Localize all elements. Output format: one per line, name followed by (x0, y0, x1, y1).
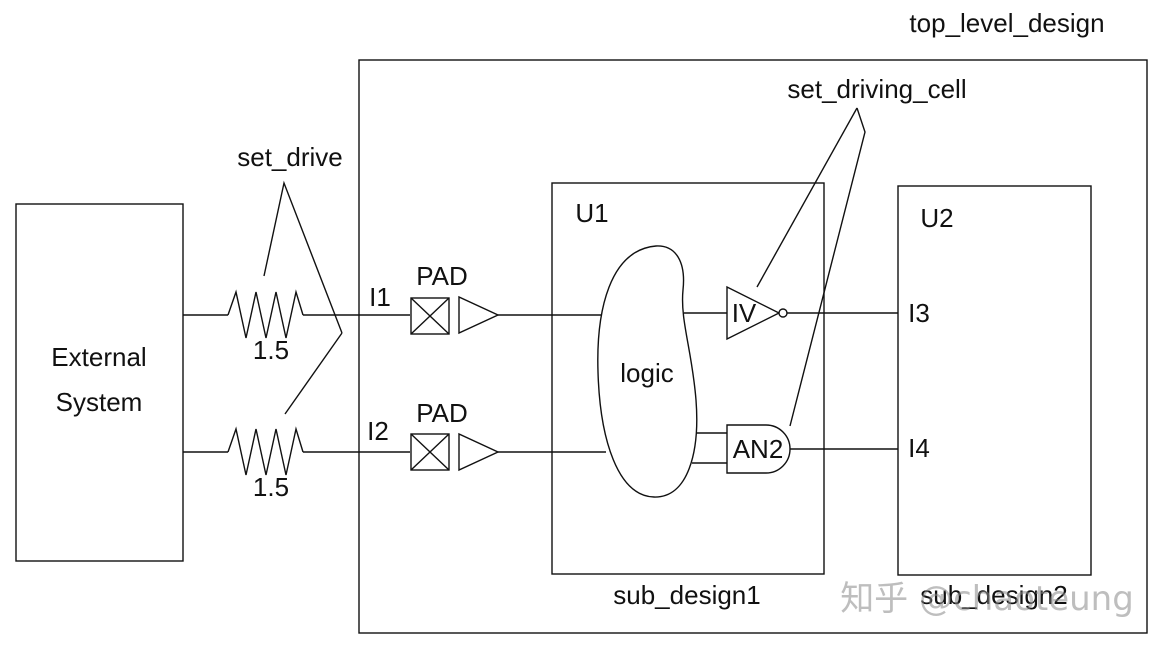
u1-box (551, 182, 825, 575)
and-gate-an2 (726, 424, 791, 474)
pad-2-cross-b (410, 433, 450, 471)
external-system-label-line2: System (56, 387, 143, 417)
top-level-design-label: top_level_design (909, 8, 1104, 38)
pad-1-label: PAD (416, 261, 468, 291)
set-driving-cell-label: set_driving_cell (787, 74, 966, 104)
iv-label: IV (732, 298, 757, 328)
logic-label: logic (620, 358, 673, 388)
resistor-2-value: 1.5 (253, 472, 289, 502)
resistor-2 (227, 426, 304, 476)
sub-design1-label: sub_design1 (613, 580, 760, 610)
pad-2-buffer (458, 432, 500, 472)
external-system-box (15, 203, 184, 562)
port-i1-label: I1 (369, 282, 391, 312)
port-i3-label: I3 (908, 298, 930, 328)
watermark-text: 知乎 @chaoteung (840, 579, 1134, 619)
port-i2-label: I2 (367, 416, 389, 446)
set-drive-label: set_drive (237, 142, 343, 172)
an2-label: AN2 (733, 434, 784, 464)
external-system-label-line1: External (51, 342, 146, 372)
u1-label: U1 (575, 198, 608, 228)
set-driving-cell-pointer-1 (756, 107, 858, 288)
u2-label: U2 (920, 203, 953, 233)
sub-design2-label: sub_design2 (920, 580, 1067, 610)
pad-2-label: PAD (416, 398, 468, 428)
inverter-bubble (778, 308, 788, 318)
resistor-1 (227, 289, 304, 339)
set-driving-cell-pointer-2 (789, 107, 866, 427)
top-level-design-box (358, 59, 1148, 634)
logic-blob (597, 245, 698, 498)
inverter-iv (726, 285, 781, 341)
port-i4-label: I4 (908, 433, 930, 463)
pad-1-cross-b (410, 297, 450, 335)
set-drive-pointer-1 (263, 180, 343, 334)
resistor-1-value: 1.5 (253, 335, 289, 365)
pad-1-buffer (458, 295, 500, 335)
u2-box (897, 185, 1092, 576)
set-drive-pointer-2 (284, 332, 343, 415)
